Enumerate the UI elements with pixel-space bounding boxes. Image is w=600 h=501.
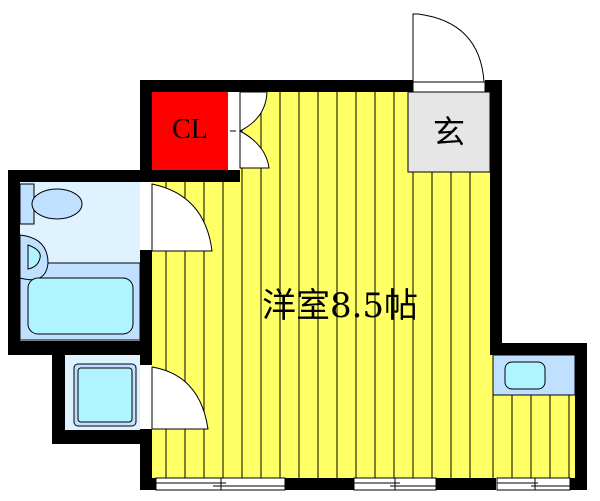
entrance [407,91,491,173]
unit-bath [19,182,141,341]
bathtub [27,277,134,335]
western-room-floor [152,92,575,478]
entrance-door [412,13,486,93]
entrance-label: 玄 [432,113,465,151]
window-2 [353,477,437,491]
closet-door [228,91,270,170]
window-3 [496,477,571,491]
walls [8,80,587,490]
windows [155,477,571,491]
closet [152,92,228,170]
room-label: 洋室8.5帖 [261,286,419,326]
washer-space [65,355,140,430]
washer-door [140,365,209,430]
kitchen-sink [504,361,546,390]
window-1 [155,477,286,491]
toilet-bowl [31,188,83,220]
closet-label: CL [172,114,208,145]
kitchen [492,354,576,396]
bath-door [140,182,213,252]
